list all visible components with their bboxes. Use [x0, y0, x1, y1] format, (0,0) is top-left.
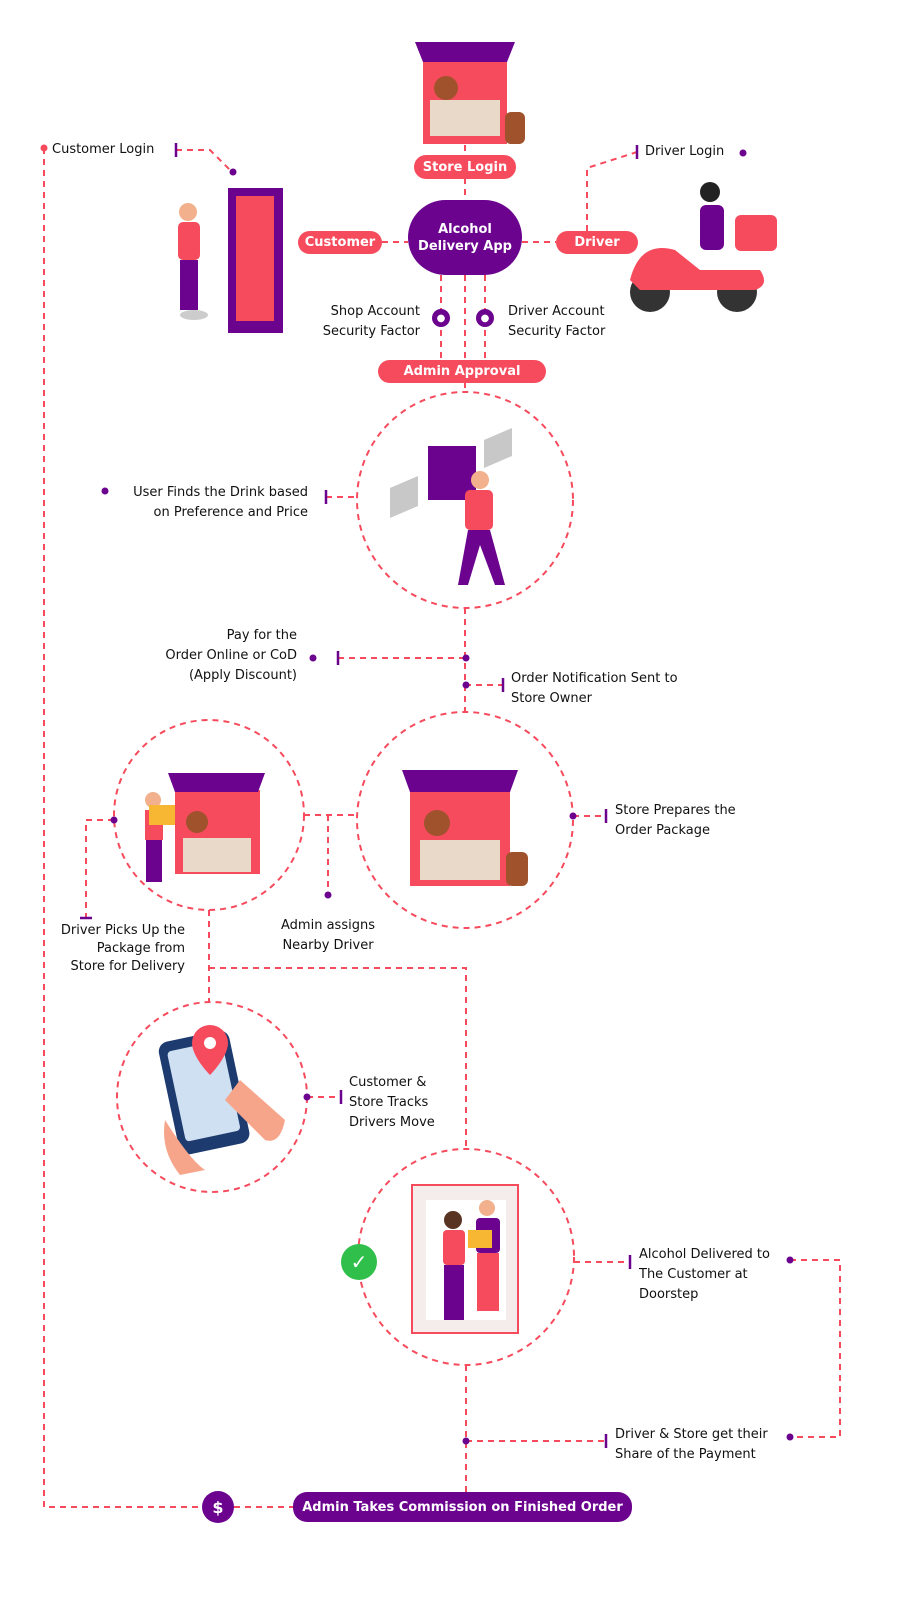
label-line: Order Package	[615, 823, 710, 838]
label-line: Security Factor	[508, 324, 606, 339]
notification-label: Order Notification Sent to Store Owner	[511, 669, 678, 709]
label-line: Security Factor	[322, 324, 420, 339]
label-line: Pay for the	[226, 628, 297, 643]
track-label: Customer & Store Tracks Drivers Move	[349, 1073, 435, 1133]
label-line: User Finds the Drink based	[133, 485, 308, 500]
label-line: (Apply Discount)	[188, 668, 297, 683]
label-line: The Customer at	[639, 1267, 748, 1282]
customer-pill: Customer	[298, 231, 382, 254]
assign-label: Admin assigns Nearby Driver	[268, 916, 388, 956]
label-line: Store for Delivery	[70, 959, 185, 974]
label-line: Doorstep	[639, 1287, 699, 1302]
label-line: Package from	[96, 941, 185, 956]
pay-label: Pay for the Order Online or CoD (Apply D…	[165, 626, 297, 686]
app-title-line1: Alcohol	[438, 221, 492, 237]
label-line: Store Tracks	[349, 1095, 429, 1110]
user-icon: ●	[476, 309, 494, 327]
dollar-icon: $	[202, 1491, 234, 1523]
browsing-illustration	[390, 428, 512, 585]
label-line: on Preference and Price	[153, 505, 308, 520]
label-line: Order Online or CoD	[165, 648, 297, 663]
store-pickup-illustration	[145, 773, 265, 882]
label-line: Order Notification Sent to	[511, 671, 678, 686]
driver-security-label: Driver Account Security Factor	[508, 302, 605, 342]
label-line: Store Prepares the	[615, 803, 736, 818]
store-illustration-top	[415, 42, 525, 144]
prepare-label: Store Prepares the Order Package	[615, 801, 736, 841]
label-line: Customer &	[349, 1075, 427, 1090]
admin-approval-pill: Admin Approval	[378, 360, 546, 383]
app-title-line2: Delivery App	[418, 238, 512, 254]
customer-illustration	[178, 188, 283, 333]
user-icon: ●	[432, 309, 450, 327]
label-line: Alcohol Delivered to	[639, 1247, 770, 1262]
label-line: Driver Picks Up the	[60, 923, 185, 938]
label-line: Admin assigns	[281, 918, 375, 933]
pickup-label: Driver Picks Up the Package from Store f…	[61, 922, 185, 976]
label-line: Drivers Move	[349, 1115, 435, 1130]
shop-security-label: Shop Account Security Factor	[323, 302, 420, 342]
driver-login-label: Driver Login	[645, 144, 725, 159]
label-line: Nearby Driver	[282, 938, 374, 953]
label-line: Store Owner	[511, 691, 592, 706]
alcohol-delivery-app-node: Alcohol Delivery App	[408, 200, 522, 275]
driver-scooter-illustration	[630, 182, 777, 312]
label-line: Driver & Store get their	[615, 1427, 768, 1442]
label-line: Driver Account	[508, 304, 605, 319]
share-label: Driver & Store get their Share of the Pa…	[615, 1425, 768, 1465]
delivered-label: Alcohol Delivered to The Customer at Doo…	[639, 1245, 770, 1305]
driver-pill: Driver	[556, 231, 638, 254]
store-illustration-prepare	[402, 770, 528, 886]
label-line: Shop Account	[330, 304, 420, 319]
tracking-phone-illustration	[158, 1025, 285, 1175]
label-line: Share of the Payment	[615, 1447, 756, 1462]
admin-commission-pill: Admin Takes Commission on Finished Order	[293, 1492, 632, 1522]
check-icon: ✓	[341, 1244, 377, 1280]
customer-login-label: Customer Login	[52, 142, 155, 157]
store-login-pill: Store Login	[414, 155, 516, 179]
doorstep-illustration	[411, 1184, 519, 1334]
find-drink-label: User Finds the Drink based on Preference…	[133, 483, 308, 523]
